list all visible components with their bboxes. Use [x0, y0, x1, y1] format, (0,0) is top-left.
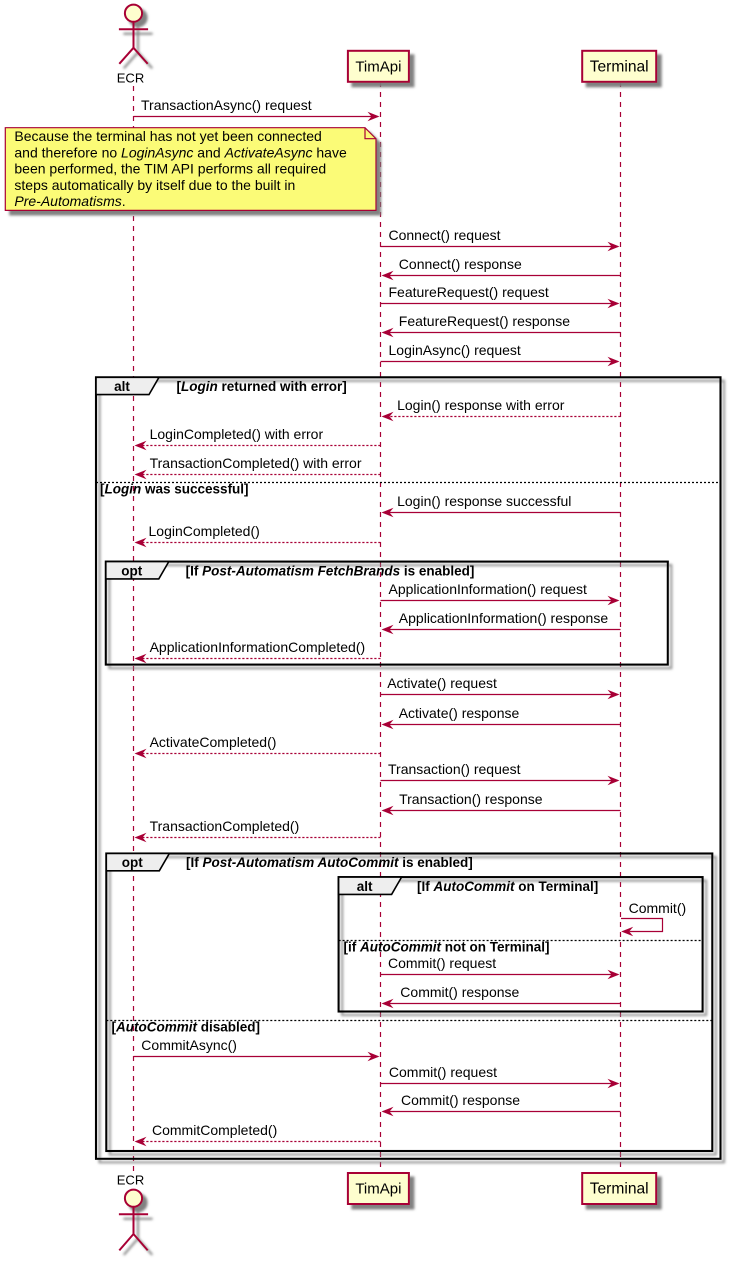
svg-text:ActivateCompleted(): ActivateCompleted(): [150, 734, 277, 750]
svg-text:Connect() response: Connect() response: [399, 256, 522, 272]
svg-text:TimApi: TimApi: [355, 1181, 401, 1198]
svg-text:alt: alt: [114, 379, 130, 394]
svg-text:Transaction() request: Transaction() request: [388, 761, 521, 777]
svg-text:TimApi: TimApi: [355, 59, 401, 76]
svg-text:Commit() response: Commit() response: [400, 984, 519, 1000]
svg-text:alt: alt: [357, 879, 373, 894]
svg-text:[If AutoCommit on Terminal]: [If AutoCommit on Terminal]: [417, 879, 598, 894]
svg-text:Commit() request: Commit() request: [389, 1064, 497, 1080]
svg-text:[If Post-Automatism AutoCommit: [If Post-Automatism AutoCommit is enable…: [186, 855, 473, 870]
svg-text:FeatureRequest() request: FeatureRequest() request: [389, 284, 549, 300]
svg-text:Activate() request: Activate() request: [387, 675, 497, 691]
svg-text:[Login was successful]: [Login was successful]: [100, 481, 249, 496]
svg-text:Login() response with error: Login() response with error: [397, 397, 565, 413]
svg-text:TransactionCompleted(): TransactionCompleted(): [150, 818, 300, 834]
svg-text:opt: opt: [122, 855, 143, 870]
svg-text:Pre-Automatisms.: Pre-Automatisms.: [14, 193, 125, 209]
svg-text:ApplicationInformation() reque: ApplicationInformation() request: [389, 581, 588, 597]
svg-text:Commit() request: Commit() request: [388, 955, 496, 971]
svg-text:Commit() response: Commit() response: [401, 1092, 520, 1108]
svg-text:been performed, the TIM API pe: been performed, the TIM API performs all…: [14, 161, 326, 177]
svg-text:[AutoCommit disabled]: [AutoCommit disabled]: [112, 1019, 261, 1034]
svg-text:Activate() response: Activate() response: [399, 705, 520, 721]
svg-text:Terminal: Terminal: [590, 1181, 649, 1198]
svg-text:CommitCompleted(): CommitCompleted(): [152, 1122, 277, 1138]
svg-text:LoginCompleted(): LoginCompleted(): [149, 523, 260, 539]
svg-text:[If Post-Automatism FetchBrand: [If Post-Automatism FetchBrands is enabl…: [186, 563, 475, 578]
svg-text:FeatureRequest() response: FeatureRequest() response: [399, 313, 570, 329]
svg-text:opt: opt: [121, 563, 142, 578]
svg-text:Terminal: Terminal: [590, 59, 649, 76]
svg-text:LoginAsync() request: LoginAsync() request: [389, 342, 521, 358]
svg-text:ECR: ECR: [117, 1173, 144, 1188]
svg-text:and therefore no LoginAsync an: and therefore no LoginAsync and Activate…: [14, 144, 347, 160]
svg-text:Commit(): Commit(): [629, 900, 687, 916]
svg-text:Because the terminal has not y: Because the terminal has not yet been co…: [14, 128, 321, 144]
svg-text:[if AutoCommit not on Terminal: [if AutoCommit not on Terminal]: [344, 940, 550, 955]
svg-text:TransactionAsync() request: TransactionAsync() request: [141, 97, 312, 113]
svg-text:ECR: ECR: [117, 71, 144, 86]
svg-text:[Login returned with error]: [Login returned with error]: [177, 379, 347, 394]
svg-text:ApplicationInformation() respo: ApplicationInformation() response: [399, 610, 609, 626]
svg-text:TransactionCompleted() with er: TransactionCompleted() with error: [150, 455, 362, 471]
svg-text:Login() response successful: Login() response successful: [397, 493, 571, 509]
svg-text:Transaction() response: Transaction() response: [399, 791, 543, 807]
svg-text:steps automatically by itself: steps automatically by itself due to the…: [14, 177, 295, 193]
svg-text:Connect() request: Connect() request: [389, 227, 501, 243]
svg-text:ApplicationInformationComplete: ApplicationInformationCompleted(): [150, 639, 366, 655]
svg-text:CommitAsync(): CommitAsync(): [141, 1037, 237, 1053]
svg-text:LoginCompleted() with error: LoginCompleted() with error: [150, 426, 324, 442]
